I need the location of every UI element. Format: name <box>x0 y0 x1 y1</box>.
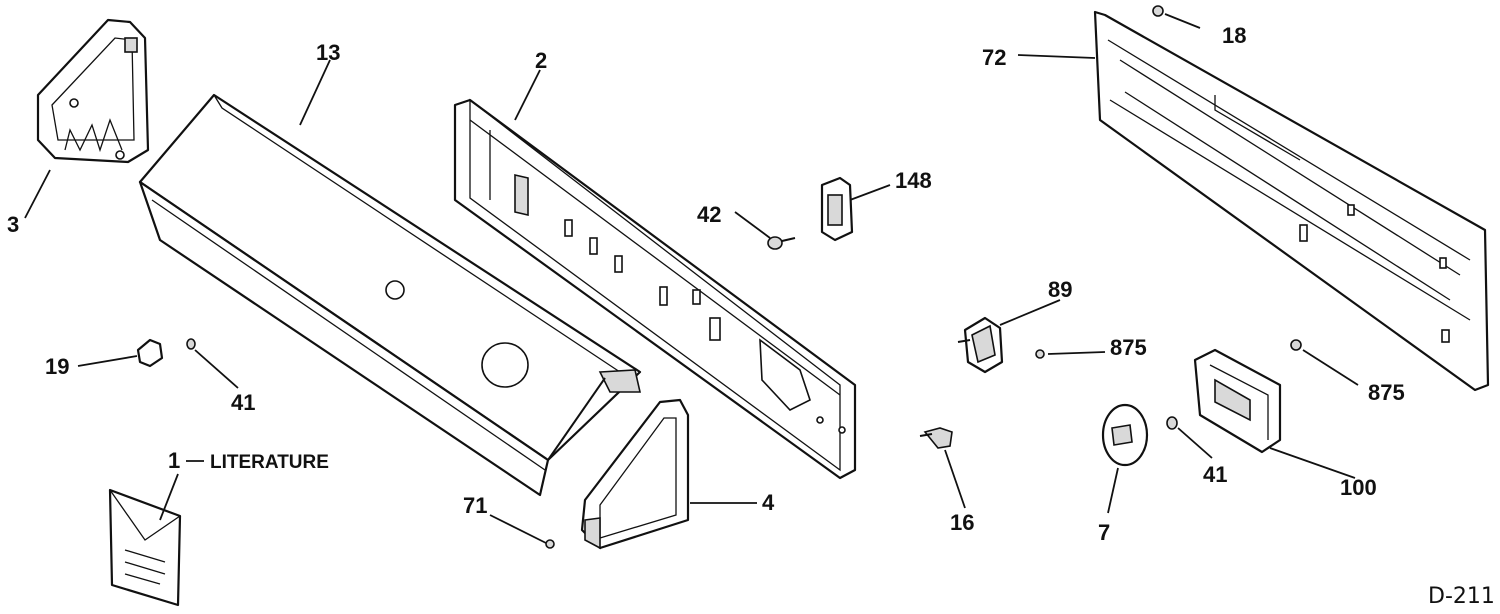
label-41a: 41 <box>231 390 255 415</box>
label-2: 2 <box>535 48 547 73</box>
leader-lines <box>24 13 1359 544</box>
part-41a-spring <box>186 338 196 350</box>
part-13-control-panel <box>138 93 642 497</box>
label-875b: 875 <box>1368 380 1405 405</box>
part-41b-spring <box>1166 416 1178 430</box>
label-16: 16 <box>950 510 974 535</box>
label-7: 7 <box>1098 520 1110 545</box>
label-72: 72 <box>982 45 1006 70</box>
part-7-knob <box>1101 403 1149 467</box>
label-100: 100 <box>1340 475 1377 500</box>
part-71-screw <box>545 539 555 549</box>
label-89: 89 <box>1048 277 1072 302</box>
part-1-literature <box>108 488 182 607</box>
drawing-code: D-211 <box>1428 584 1495 609</box>
label-71: 71 <box>463 493 487 518</box>
label-3: 3 <box>7 212 19 237</box>
part-3-left-end-cap <box>36 18 150 164</box>
label-18: 18 <box>1222 23 1246 48</box>
label-1: 1 <box>168 448 180 473</box>
part-18-screw <box>1152 5 1164 17</box>
part-89-switch <box>957 316 1004 374</box>
label-875a: 875 <box>1110 335 1147 360</box>
part-148-switch <box>820 176 854 242</box>
part-875b-screw <box>1290 339 1302 351</box>
label-19: 19 <box>45 354 69 379</box>
label-4: 4 <box>762 490 775 515</box>
part-72-rear-panel <box>1093 10 1490 392</box>
part-19-knob <box>136 338 164 368</box>
part-42-screw <box>767 236 796 250</box>
part-875a-screw <box>1035 349 1045 359</box>
part-4-right-end-cap <box>580 398 690 550</box>
label-13: 13 <box>316 40 340 65</box>
label-148: 148 <box>895 168 932 193</box>
label-literature: LITERATURE <box>210 452 329 473</box>
label-42: 42 <box>697 202 721 227</box>
part-100-timer <box>1193 348 1282 454</box>
label-41b: 41 <box>1203 462 1227 487</box>
part-16-lamp <box>919 427 953 449</box>
part-2-backsplash-frame <box>453 98 857 480</box>
